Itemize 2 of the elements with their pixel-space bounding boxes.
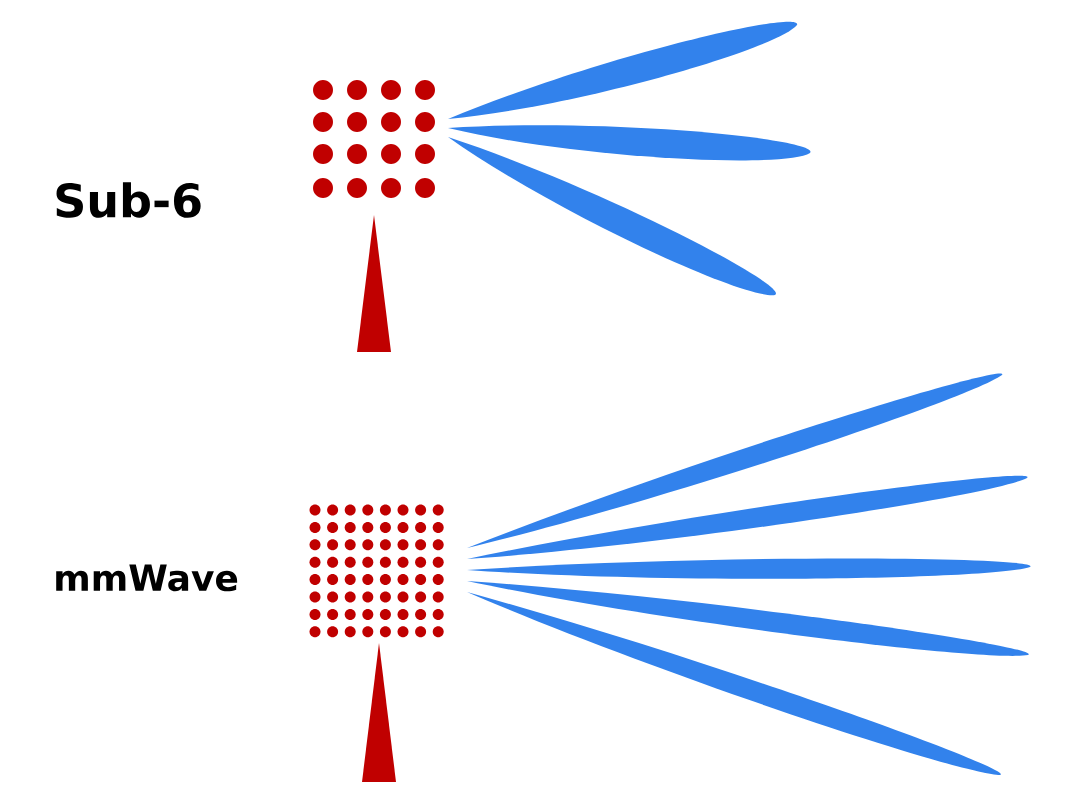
band-label: Sub-6 [56,182,201,218]
band-label: mmWave [56,564,238,592]
